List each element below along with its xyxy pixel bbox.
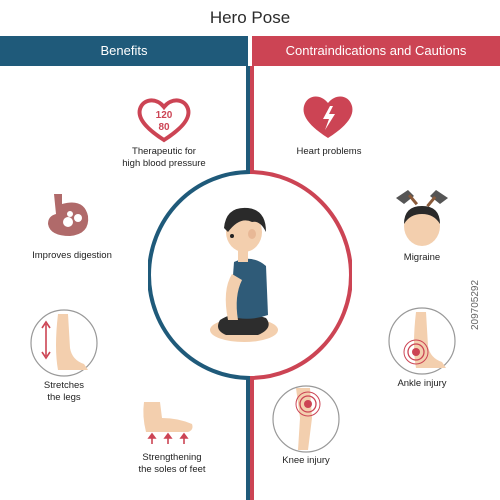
foot-sole-icon	[143, 402, 193, 444]
heart-problems-label: Heart problems	[296, 146, 362, 157]
benefits-header: Benefits	[0, 36, 248, 66]
page-title: Hero Pose	[209, 8, 291, 27]
soles-label-line2: the soles of feet	[138, 464, 206, 475]
legs-label-line1: Stretches	[43, 380, 85, 391]
legs-label-line2: the legs	[47, 392, 81, 403]
knee-injury-icon	[272, 385, 340, 453]
bp-label: Therapeutic for high blood pressure	[112, 146, 216, 170]
systolic-value: 120	[156, 110, 173, 121]
broken-heart-icon	[303, 96, 353, 138]
ankle-injury-label: Ankle injury	[397, 378, 447, 389]
soles-label: Strengthening the soles of feet	[120, 452, 224, 476]
bp-label-line2: high blood pressure	[122, 158, 206, 169]
kneeling-boy-icon	[210, 207, 278, 342]
migraine-label: Migraine	[403, 252, 441, 263]
stomach-icon	[48, 194, 89, 236]
legs-label: Stretches the legs	[20, 380, 108, 404]
migraine-head-icon	[396, 190, 448, 246]
knee-injury-label: Knee injury	[282, 455, 330, 466]
stock-id-text: 209705292	[470, 279, 481, 330]
cautions-header: Contraindications and Cautions	[252, 36, 500, 66]
ankle-injury-icon	[388, 307, 456, 375]
bp-label-line1: Therapeutic for	[132, 146, 196, 157]
digestion-label: Improves digestion	[32, 250, 112, 261]
center-figure-circle	[148, 170, 352, 380]
leg-stretch-icon	[30, 309, 98, 377]
diastolic-value: 80	[158, 122, 170, 133]
soles-label-line1: Strengthening	[142, 452, 202, 463]
heart-pressure-icon: 120 80	[137, 98, 191, 143]
